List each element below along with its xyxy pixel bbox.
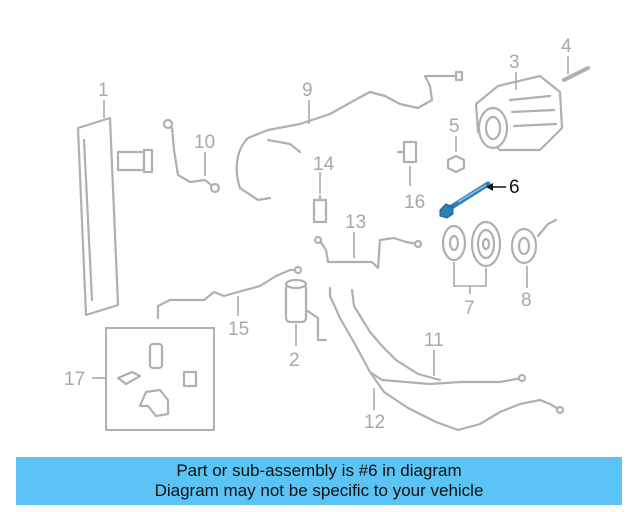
part-3-compressor[interactable] (474, 74, 564, 152)
part-12-hose[interactable] (368, 370, 565, 432)
banner-line-1: Part or sub-assembly is #6 in diagram (176, 461, 462, 480)
part-13-tube[interactable] (313, 235, 423, 270)
callout-5: 5 (449, 116, 460, 137)
info-banner: Part or sub-assembly is #6 in diagram Di… (16, 457, 622, 505)
callout-13: 13 (345, 212, 366, 233)
callout-10: 10 (194, 132, 215, 153)
callout-1: 1 (98, 80, 109, 101)
banner-line-2: Diagram may not be specific to your vehi… (154, 481, 484, 500)
part-10-hose[interactable] (162, 118, 221, 194)
callout-11: 11 (424, 330, 444, 351)
part-17-kit[interactable] (105, 327, 215, 431)
callout-8: 8 (521, 290, 532, 311)
part-8-coil[interactable] (510, 218, 558, 265)
part-9-line[interactable] (235, 70, 464, 202)
callout-14: 14 (313, 154, 335, 175)
callout-4: 4 (561, 36, 572, 57)
callout-16: 16 (404, 192, 425, 213)
callout-6: 6 (509, 177, 520, 198)
callout-3: 3 (509, 52, 520, 73)
callout-17: 17 (64, 369, 85, 390)
part-1-condenser[interactable] (76, 116, 154, 317)
callout-12: 12 (364, 412, 385, 433)
part-16-sensor[interactable] (396, 140, 418, 164)
callout-2: 2 (289, 350, 300, 371)
callout-7: 7 (464, 298, 475, 319)
part-6-bolt[interactable] (439, 181, 491, 219)
part-15-hose[interactable] (156, 265, 303, 320)
parts-diagram: 1 10 9 3 4 5 16 (64, 36, 590, 433)
part-2-drier[interactable] (284, 278, 328, 342)
part-14-valve[interactable] (312, 194, 328, 224)
part-7-pulley[interactable] (441, 220, 502, 268)
part-5-nut[interactable] (446, 154, 466, 174)
callout-9: 9 (302, 80, 313, 101)
callout-15: 15 (228, 319, 249, 340)
part-11-hose[interactable] (328, 286, 527, 386)
part-4-rod[interactable] (562, 66, 590, 82)
